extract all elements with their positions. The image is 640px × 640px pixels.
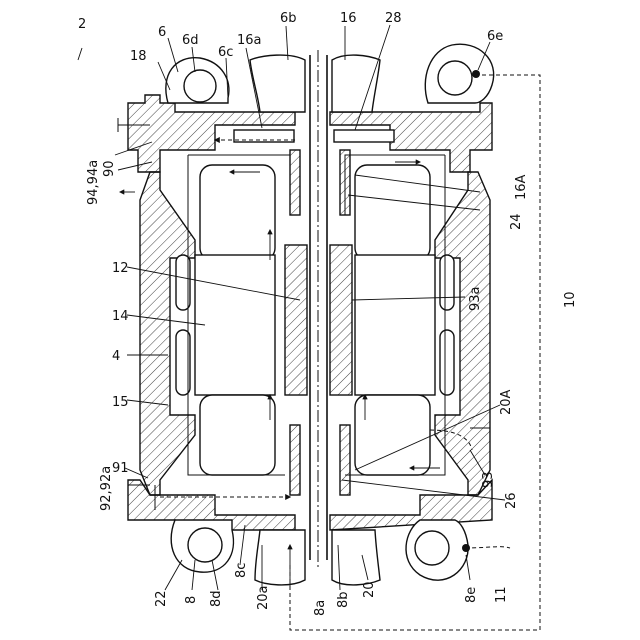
label-18: 18 bbox=[130, 49, 147, 64]
label-16: 16 bbox=[340, 11, 357, 26]
label-14: 14 bbox=[112, 309, 129, 324]
label-6d: 6d bbox=[182, 33, 199, 48]
label-92: 92,92a bbox=[99, 466, 114, 511]
label-16A: 16A bbox=[514, 174, 529, 200]
label-26: 26 bbox=[504, 492, 519, 509]
label-6c: 6c bbox=[218, 45, 233, 60]
label-22: 22 bbox=[154, 590, 169, 607]
label-8c: 8c bbox=[234, 563, 249, 578]
label-94: 94,94a bbox=[86, 160, 101, 205]
label-8e: 8e bbox=[464, 587, 479, 603]
label-93a: 93a bbox=[468, 286, 483, 311]
label-8: 8 bbox=[184, 596, 199, 604]
label-90: 90 bbox=[102, 160, 117, 177]
label-8d: 8d bbox=[209, 590, 224, 607]
label-93: 93 bbox=[481, 471, 496, 488]
label-20A: 20A bbox=[499, 389, 514, 415]
label-8b: 8b bbox=[336, 591, 351, 608]
label-16a: 16a bbox=[237, 33, 262, 48]
label-20a: 20a bbox=[256, 585, 271, 610]
lower-compressor bbox=[171, 520, 470, 585]
label-6e: 6e bbox=[487, 29, 503, 44]
label-fig-ref: 2 bbox=[78, 17, 86, 32]
label-6: 6 bbox=[158, 25, 166, 40]
label-20: 20 bbox=[362, 581, 377, 598]
label-6b: 6b bbox=[280, 11, 297, 26]
label-8a: 8a bbox=[313, 600, 328, 616]
label-24: 24 bbox=[509, 213, 524, 230]
label-91: 91 bbox=[112, 461, 129, 476]
label-12: 12 bbox=[112, 261, 129, 276]
label-11: 11 bbox=[494, 586, 509, 603]
label-4: 4 bbox=[112, 349, 120, 364]
label-10: 10 bbox=[563, 291, 578, 308]
label-15: 15 bbox=[112, 395, 129, 410]
motor-stator bbox=[188, 155, 445, 475]
upper-compressor bbox=[166, 44, 494, 112]
label-28: 28 bbox=[385, 11, 402, 26]
